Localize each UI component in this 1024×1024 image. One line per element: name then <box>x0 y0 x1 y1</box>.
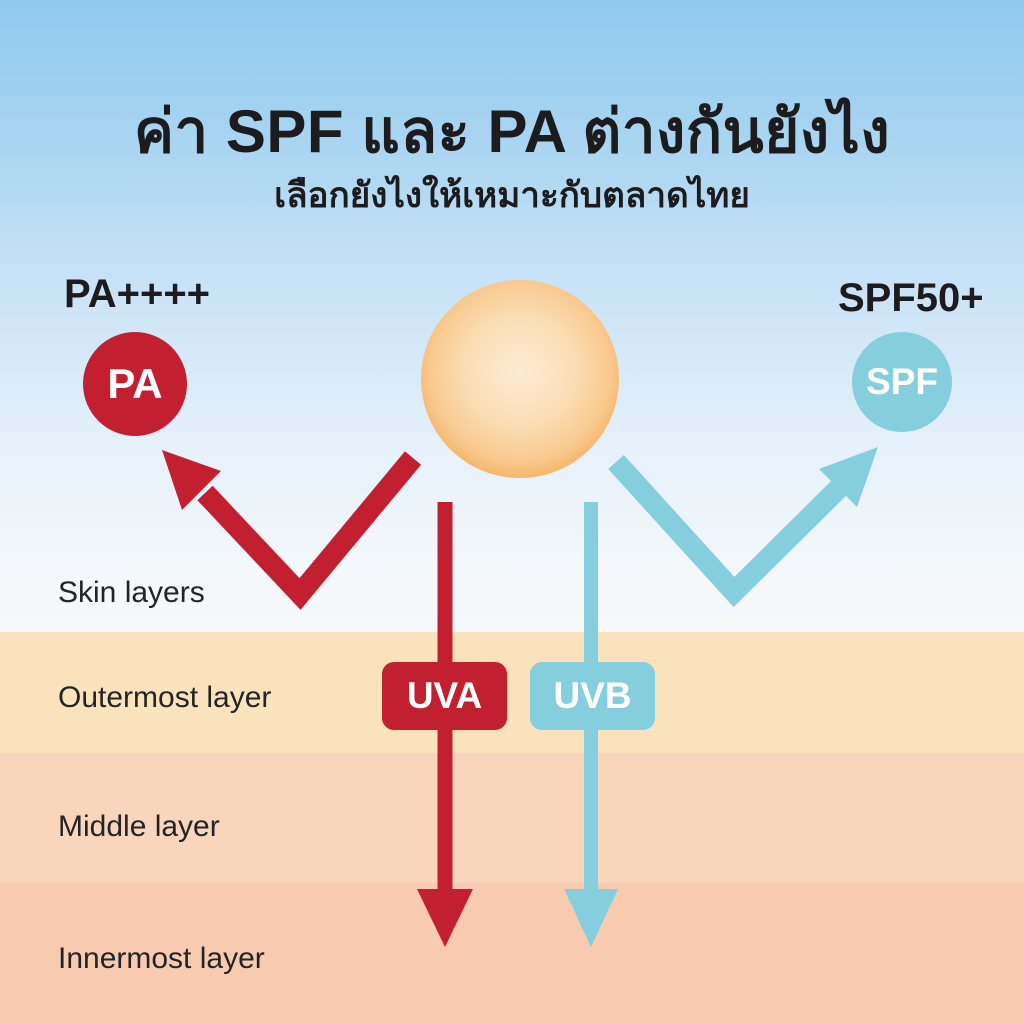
uvb-chip: UVB <box>530 662 655 730</box>
page-title: ค่า SPF และ PA ต่างกันยังไง <box>133 98 891 165</box>
spf-badge: SPF <box>852 332 952 432</box>
middle-layer-label: Middle layer <box>58 810 220 843</box>
skin-band-middle <box>0 753 1024 883</box>
pa-badge: PA <box>83 332 187 436</box>
skin-layers-caption: Skin layers <box>58 576 205 609</box>
uvb-reflect-arrow <box>608 447 878 608</box>
innermost-layer-label: Innermost layer <box>58 942 265 975</box>
outermost-layer-label: Outermost layer <box>58 681 272 714</box>
skin-band-innermost <box>0 883 1024 1024</box>
sun-icon <box>421 280 619 478</box>
uva-reflect-arrow <box>162 450 422 610</box>
pa-rating-label: PA++++ <box>64 272 211 316</box>
spf-rating-label: SPF50+ <box>838 276 984 320</box>
page-subtitle: เลือกยังไงให้เหมาะกับตลาดไทย <box>274 176 750 215</box>
skin-band-outermost <box>0 632 1024 753</box>
uva-chip: UVA <box>382 662 507 730</box>
